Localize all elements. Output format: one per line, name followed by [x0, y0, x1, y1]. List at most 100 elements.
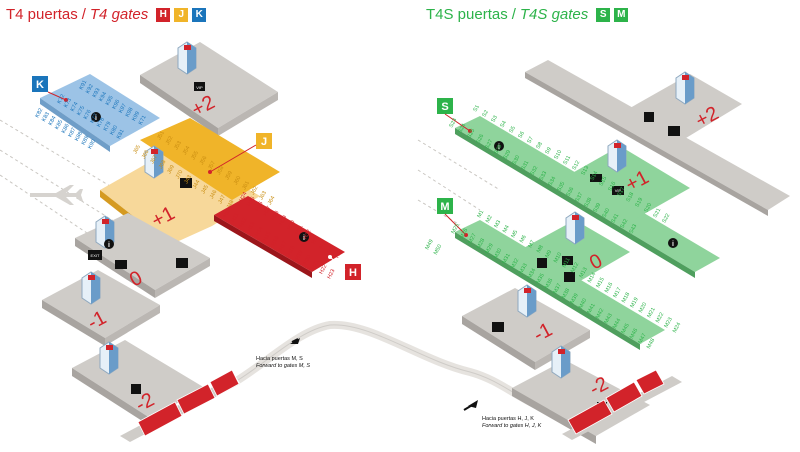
t4-title-en: T4 gates: [89, 6, 149, 23]
passport-control-icon: [668, 126, 680, 136]
zone-m-badge: [437, 198, 453, 214]
gate-label: K89: [81, 135, 91, 146]
gate-label: S41: [610, 213, 620, 224]
gate-label: H24: [238, 191, 248, 203]
gate-label: K84: [48, 115, 58, 126]
gate-label: M14: [587, 272, 597, 284]
gate-label: J65: [132, 144, 141, 155]
gate-label: H12: [238, 217, 248, 229]
info-label: i: [672, 241, 674, 248]
gate-label: H6: [310, 236, 319, 245]
gate-label: K87: [67, 127, 77, 138]
gate-label: H22: [318, 264, 328, 276]
gate-label: S21: [652, 207, 662, 218]
gate-label: K93: [92, 87, 102, 98]
zone-j-badge: [256, 133, 272, 149]
gate-label: M29: [484, 243, 494, 255]
forward-hjk-en: Forward to gates H, J, K: [482, 423, 542, 429]
gate-label: S29: [502, 149, 512, 160]
gate-label: K80: [109, 125, 119, 136]
gate-label: S18: [625, 192, 635, 203]
gate-label: M49: [424, 239, 434, 251]
gate-label: M42: [595, 308, 605, 320]
badge-h: H: [156, 7, 171, 22]
gate-label: H30: [286, 219, 296, 231]
gate-label: J69: [166, 164, 175, 175]
gate-label: M41: [586, 303, 596, 315]
gate-label: J60: [233, 175, 242, 186]
gate-label: K75: [76, 105, 86, 116]
security-icon: [176, 258, 188, 268]
gate-label: S26: [475, 133, 485, 144]
airplane-icon: [30, 185, 83, 205]
gate-label: M23: [663, 317, 673, 329]
elevator-icon: [517, 284, 537, 318]
vip-label: VIP: [196, 85, 203, 90]
gates-h-labels: H10H11H12H13H14H15H16H17H18H19H20H21H22H…: [222, 191, 343, 280]
t4-level-minus1: -1: [42, 270, 160, 346]
info-label: i: [108, 242, 110, 249]
gate-label: S28: [493, 144, 503, 155]
elevator-icon: [177, 41, 197, 75]
gate-label: M46: [629, 328, 639, 340]
gate-label: H29: [278, 215, 288, 227]
gate-label: M2: [485, 214, 494, 224]
gate-label: J51: [156, 130, 165, 141]
gate-label: M5: [510, 229, 519, 239]
gate-label: M18: [621, 292, 631, 304]
gate-label: K86: [61, 123, 71, 134]
badge-m: M: [614, 7, 629, 22]
gate-label: S14: [589, 170, 599, 181]
gate-label: J67: [149, 154, 158, 165]
security-icon: [492, 322, 504, 332]
gate-label: S1: [472, 104, 480, 113]
info-label: i: [498, 144, 500, 151]
gate-label: J61: [241, 180, 250, 191]
gate-label: J63: [258, 190, 267, 201]
t4-pier-k: K i K91K92K93K94K95K96K97K98K99K71K72K73…: [32, 74, 160, 152]
baggage-icon: [115, 260, 127, 269]
t4-level-0: 0 i EXIT: [75, 213, 210, 298]
t4s-title-en: T4S gates: [519, 6, 589, 23]
gate-label: H17: [278, 240, 288, 252]
gate-label: S42: [619, 218, 629, 229]
gate-label: M26: [459, 228, 469, 240]
gate-label: S36: [565, 186, 575, 197]
gate-label: S40: [601, 208, 611, 219]
gate-label: J59: [224, 170, 233, 181]
gate-label: S25: [466, 128, 476, 139]
elevator-icon: [551, 345, 571, 379]
security-icon: [644, 112, 654, 122]
gate-label: J44: [192, 179, 201, 190]
gate-label: M1: [476, 209, 485, 219]
gate-label: S3: [490, 115, 498, 124]
forward-hjk-es: Hacia puertas H, J, K: [482, 416, 534, 422]
t4s-title-es: T4S puertas: [426, 6, 508, 23]
gate-label: M12: [570, 262, 580, 274]
gate-label: S23: [448, 117, 458, 128]
gate-label: K97: [118, 103, 128, 114]
elevator-icon: [675, 71, 695, 105]
gate-label: S4: [499, 120, 507, 129]
gate-label: J64: [267, 195, 276, 206]
gate-label: H21: [310, 259, 320, 271]
gate-label: H7: [318, 241, 327, 250]
gate-label: M22: [655, 312, 665, 324]
gate-label: H27: [262, 205, 272, 217]
security-icon: [564, 272, 575, 282]
gate-label: H9: [334, 250, 343, 259]
gate-label: J66: [141, 149, 150, 160]
t4-level-minus2: -2: [72, 340, 205, 426]
gate-label: M3: [493, 219, 502, 229]
gate-label: M37: [552, 283, 562, 295]
info-icon: [104, 239, 114, 249]
gate-label: M19: [629, 297, 639, 309]
badge-k: K: [192, 7, 207, 22]
zone-h-label: H: [349, 267, 357, 279]
gate-label: S33: [538, 170, 548, 181]
gate-label: M32: [510, 258, 520, 270]
gate-label: J43: [183, 174, 192, 185]
zone-k-badge: [32, 76, 48, 92]
